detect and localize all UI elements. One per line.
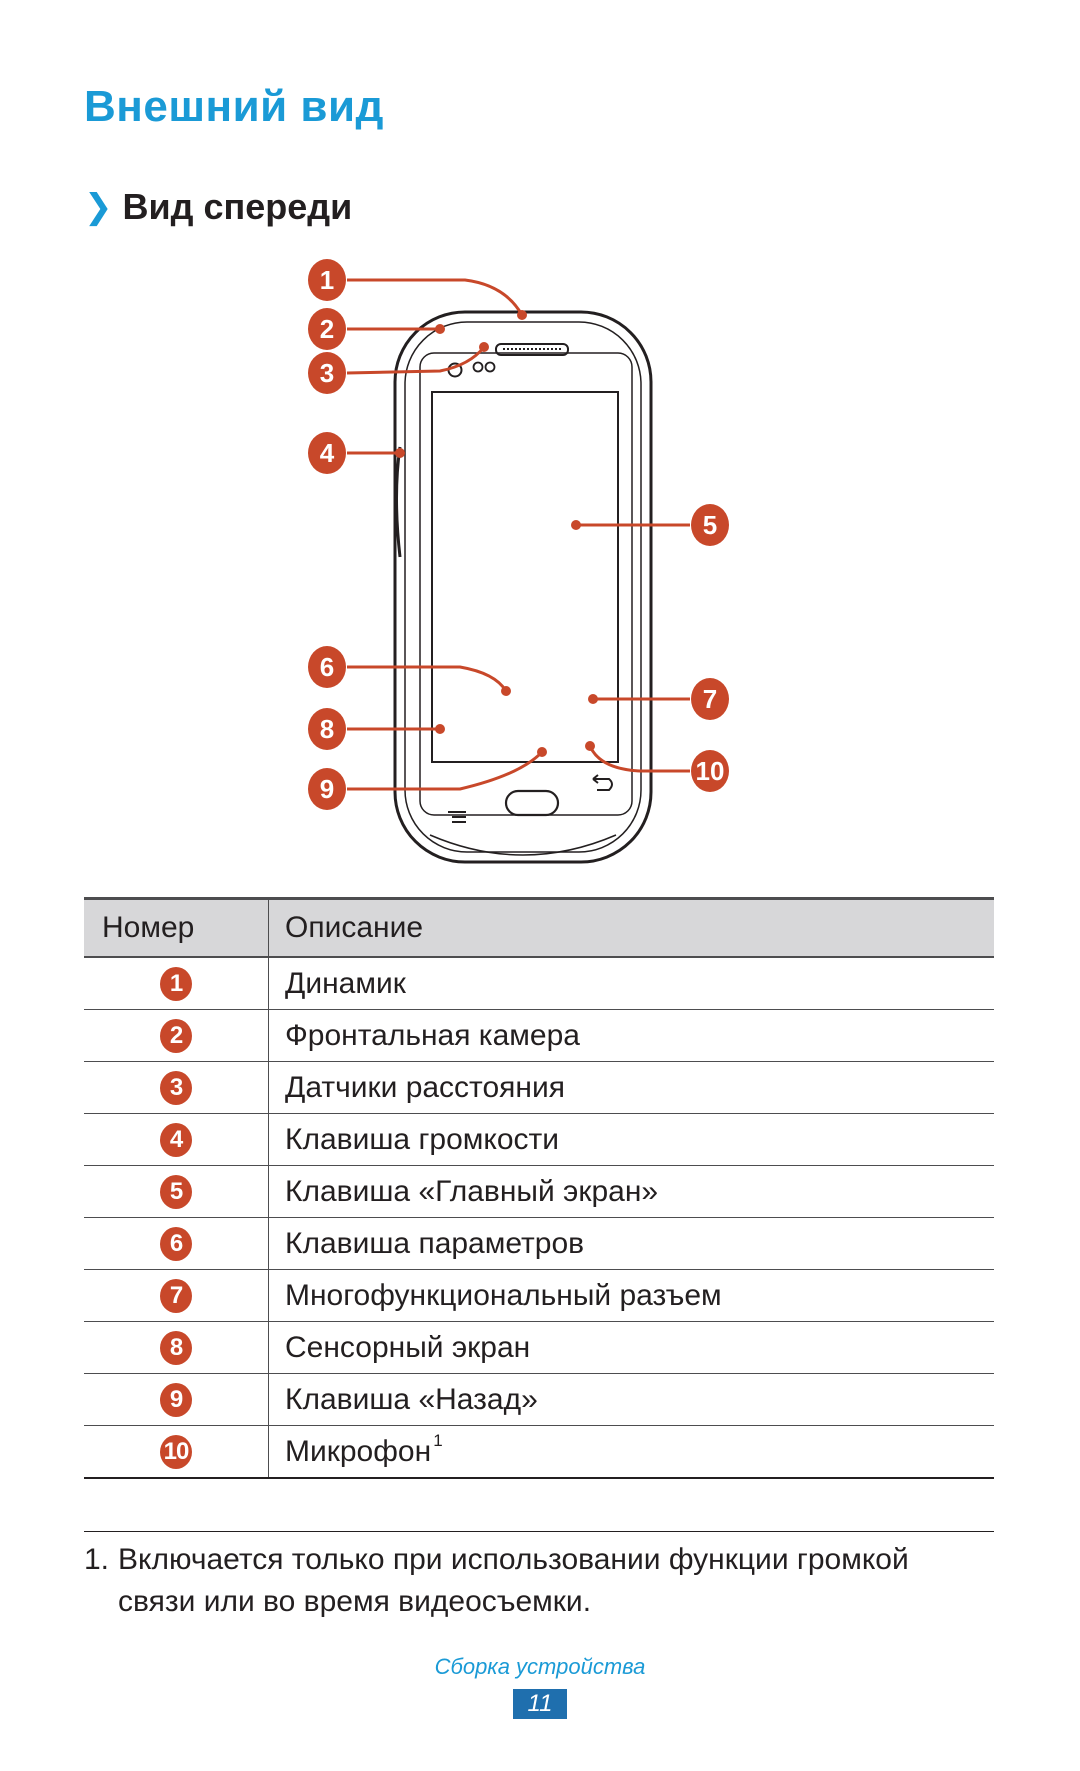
table-row: 9 Клавиша «Назад» — [84, 1374, 994, 1426]
row-description-text: Клавиша «Главный экран» — [285, 1174, 659, 1208]
row-description: Клавиша громкости — [269, 1123, 994, 1157]
callout-number: 7 — [703, 684, 717, 714]
row-description-text: Фронтальная камера — [285, 1018, 580, 1052]
row-number-badge: 8 — [160, 1330, 192, 1365]
row-number-badge: 2 — [160, 1018, 192, 1053]
column-header-number: Номер — [84, 900, 269, 956]
table-row: 1 Динамик — [84, 958, 994, 1010]
row-description: Датчики расстояния — [269, 1071, 994, 1105]
table-row: 2 Фронтальная камера — [84, 1010, 994, 1062]
row-number-badge: 4 — [160, 1122, 192, 1157]
row-number-cell: 7 — [84, 1270, 269, 1321]
row-number-badge: 9 — [160, 1382, 192, 1417]
section-heading-text: Вид спереди — [122, 186, 353, 227]
row-description-text: Динамик — [285, 966, 406, 1000]
row-description: Фронтальная камера — [269, 1019, 994, 1053]
callout-number: 4 — [320, 438, 335, 468]
row-number-badge: 7 — [160, 1278, 192, 1313]
callout-number: 3 — [320, 358, 334, 388]
table-row: 4 Клавиша громкости — [84, 1114, 994, 1166]
row-description-text: Сенсорный экран — [285, 1330, 531, 1364]
phone-front-diagram: 1 2 3 4 5 6 7 8 9 10 — [0, 250, 1080, 870]
callout-number: 8 — [320, 714, 334, 744]
footer-section-name: Сборка устройства — [434, 1654, 646, 1679]
callout-number: 5 — [703, 510, 717, 540]
row-number-badge: 6 — [160, 1226, 192, 1261]
row-number-badge: 5 — [160, 1174, 192, 1209]
row-number-cell: 2 — [84, 1010, 269, 1061]
column-header-description: Описание — [285, 911, 424, 944]
row-number-cell: 4 — [84, 1114, 269, 1165]
chevron-right-icon: ❯ — [84, 188, 113, 226]
callout-number: 6 — [320, 652, 334, 682]
table-row: 5 Клавиша «Главный экран» — [84, 1166, 994, 1218]
callout-number: 1 — [320, 265, 334, 295]
row-description-text: Датчики расстояния — [285, 1070, 565, 1104]
callout-badge: 2 — [308, 308, 346, 350]
row-description-text: Клавиша «Назад» — [285, 1382, 538, 1416]
callout-badge: 3 — [308, 352, 346, 394]
callout-badge: 5 — [691, 504, 729, 546]
callout-badge: 7 — [691, 678, 729, 720]
row-description-text: Клавиша громкости — [285, 1122, 560, 1156]
row-description-text: Многофункциональный разъем — [285, 1278, 722, 1312]
callout-number: 10 — [696, 756, 725, 786]
section-heading: ❯ Вид спереди — [84, 186, 352, 228]
row-description: Сенсорный экран — [269, 1331, 994, 1365]
footnote-mark: 1 — [433, 1430, 443, 1450]
footnote: 1. Включается только при использовании ф… — [84, 1539, 994, 1623]
row-number-cell: 9 — [84, 1374, 269, 1425]
footnote-text: Включается только при использовании функ… — [118, 1543, 909, 1618]
callout-number: 9 — [320, 774, 334, 804]
row-number-cell: 10 — [84, 1426, 269, 1477]
table-row: 3 Датчики расстояния — [84, 1062, 994, 1114]
phone-illustration: 1 2 3 4 5 6 7 8 9 10 — [308, 259, 729, 864]
callout-badge: 6 — [308, 646, 346, 688]
row-description: Клавиша «Назад» — [269, 1383, 994, 1417]
row-number-badge: 3 — [160, 1070, 192, 1105]
row-number-cell: 6 — [84, 1218, 269, 1269]
row-number-cell: 3 — [84, 1062, 269, 1113]
table-header: Номер Описание — [84, 897, 994, 958]
table-body: 1 Динамик 2 Фронтальная камера 3 Датчики расс… — [84, 958, 994, 1479]
table-row: 8 Сенсорный экран — [84, 1322, 994, 1374]
page-number: 11 — [513, 1689, 567, 1719]
row-description-text: Клавиша параметров — [285, 1226, 585, 1260]
parts-table: Номер Описание 1 Динамик 2 Фронтальная каме… — [84, 897, 994, 1479]
footnote-number: 1. — [84, 1543, 110, 1576]
callout-number: 2 — [320, 314, 334, 344]
row-description: Многофункциональный разъем — [269, 1279, 994, 1313]
callout-badge: 10 — [691, 750, 729, 792]
row-description-text: Микрофон — [285, 1434, 432, 1468]
row-description: Динамик — [269, 967, 994, 1001]
row-description: Клавиша параметров — [269, 1227, 994, 1261]
row-number-badge: 1 — [160, 966, 192, 1001]
callout-badge: 4 — [308, 432, 346, 474]
footnote-divider — [84, 1531, 994, 1532]
callout-badge: 1 — [308, 259, 346, 301]
row-number-badge: 10 — [160, 1434, 192, 1469]
callout-badge: 8 — [308, 708, 346, 750]
row-number-cell: 5 — [84, 1166, 269, 1217]
page-title: Внешний вид — [84, 82, 384, 131]
row-number-cell: 8 — [84, 1322, 269, 1373]
callout-badge: 9 — [308, 768, 346, 810]
table-row: 6 Клавиша параметров — [84, 1218, 994, 1270]
row-description: Клавиша «Главный экран» — [269, 1175, 994, 1209]
row-number-cell: 1 — [84, 958, 269, 1009]
table-row: 7 Многофункциональный разъем — [84, 1270, 994, 1322]
